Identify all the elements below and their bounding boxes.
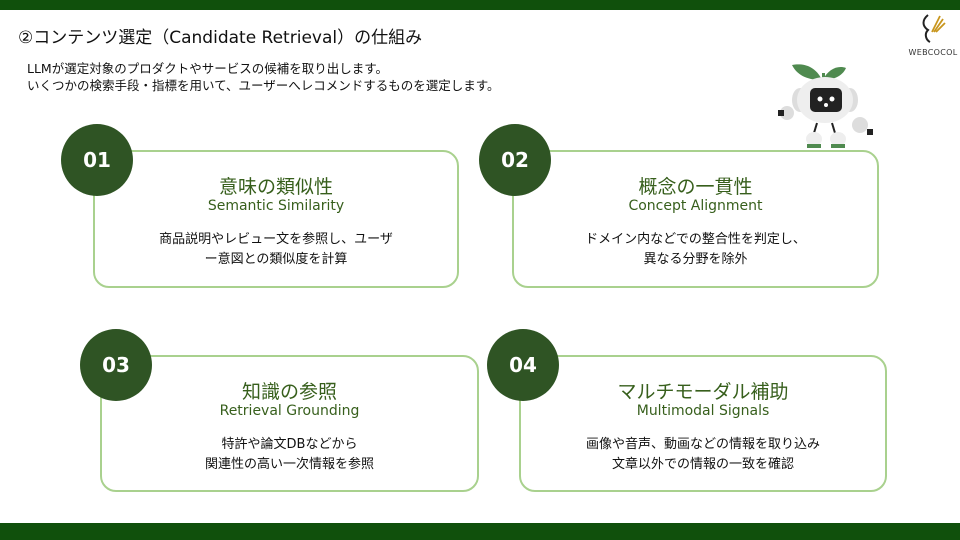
- desc-line: 関連性の高い一次情報を参照: [204, 457, 374, 472]
- robot-mascot-icon: [778, 64, 873, 148]
- page-title: ②コンテンツ選定（Candidate Retrieval）の仕組み: [18, 28, 423, 48]
- number-badge: 02: [479, 124, 551, 196]
- number-badge: 04: [487, 329, 559, 401]
- card-subtitle: Semantic Similarity: [207, 198, 345, 214]
- intro-line-2: いくつかの検索手段・指標を用いて、ユーザーへレコメンドするものを選定します。: [27, 78, 500, 93]
- desc-line: 画像や音声、動画などの情報を取り込み: [585, 437, 820, 452]
- card-description: 商品説明やレビュー文を参照し、ユーザー意図との類似度を計算: [95, 230, 457, 270]
- desc-line: 文章以外での情報の一致を確認: [611, 457, 794, 472]
- intro-line-1: LLMが選定対象のプロダクトやサービスの候補を取り出します。: [27, 61, 388, 76]
- card-title: 概念の一貫性: [638, 176, 753, 198]
- desc-line: ー意図との類似度を計算: [204, 252, 348, 267]
- desc-line: 商品説明やレビュー文を参照し、ユーザ: [159, 232, 393, 247]
- card-description: 特許や論文DBなどから関連性の高い一次情報を参照: [102, 435, 477, 475]
- card-multimodal-signals: マルチモーダル補助 Multimodal Signals 画像や音声、動画などの…: [519, 355, 887, 492]
- top-bar: [0, 0, 960, 10]
- number-badge: 03: [80, 329, 152, 401]
- card-description: 画像や音声、動画などの情報を取り込み文章以外での情報の一致を確認: [521, 435, 885, 475]
- card-description: ドメイン内などでの整合性を判定し、異なる分野を除外: [514, 230, 877, 270]
- desc-line: 特許や論文DBなどから: [221, 437, 358, 452]
- logo-mark-icon: [922, 14, 946, 43]
- card-subtitle: Multimodal Signals: [636, 403, 770, 419]
- desc-line: ドメイン内などでの整合性を判定し、: [585, 232, 806, 247]
- card-subtitle: Retrieval Grounding: [219, 403, 360, 419]
- webcocol-logo: WEBCOCOL: [906, 12, 960, 57]
- number-badge: 01: [61, 124, 133, 196]
- card-title: 知識の参照: [241, 381, 337, 403]
- bottom-bar: [0, 523, 960, 540]
- card-concept-alignment: 概念の一貫性 Concept Alignment ドメイン内などでの整合性を判定…: [512, 150, 879, 288]
- card-semantic-similarity: 意味の類似性 Semantic Similarity 商品説明やレビュー文を参照…: [93, 150, 459, 288]
- card-subtitle: Concept Alignment: [628, 198, 763, 214]
- card-retrieval-grounding: 知識の参照 Retrieval Grounding 特許や論文DBなどから関連性…: [100, 355, 479, 492]
- desc-line: 異なる分野を除外: [643, 252, 748, 267]
- card-title: 意味の類似性: [218, 176, 333, 198]
- logo-text: WEBCOCOL: [908, 48, 958, 57]
- card-title: マルチモーダル補助: [617, 381, 789, 403]
